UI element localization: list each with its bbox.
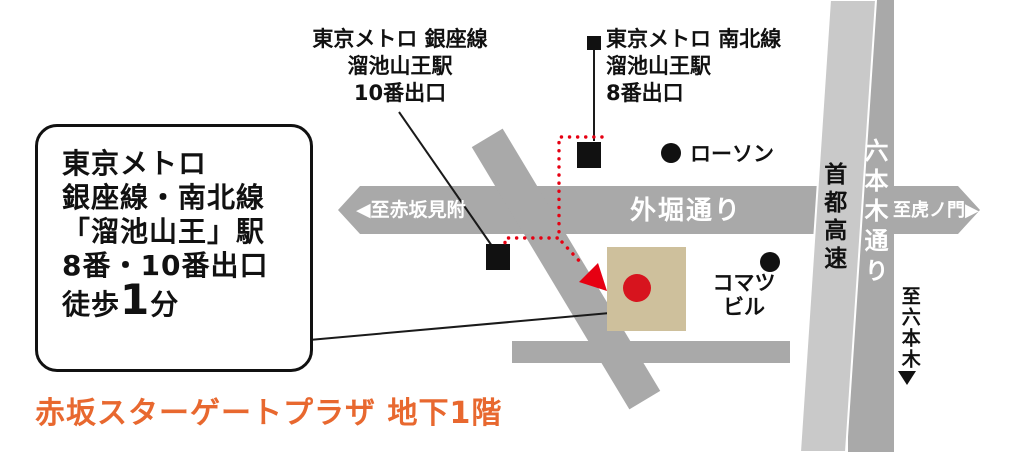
walk-suffix: 分 bbox=[150, 288, 180, 321]
ginza-line-exit-label: 東京メトロ 銀座線 溜池山王駅 10番出口 bbox=[288, 26, 512, 107]
callout-bubble: 東京メトロ 銀座線・南北線 「溜池山王」駅 8番・10番出口 徒歩1分 bbox=[35, 124, 313, 372]
walk-prefix: 徒歩 bbox=[62, 288, 121, 321]
to-akasakamitsuke-label: ◀至赤坂見附 bbox=[356, 199, 466, 221]
roppongi-dori-label: 六本木通り bbox=[860, 138, 888, 288]
lawson-label: ローソン bbox=[690, 142, 774, 166]
ginza-exit-pointer-line bbox=[398, 111, 493, 247]
sotobori-street-label: 外堀通り bbox=[630, 196, 743, 226]
location-title: 赤坂スターゲートプラザ 地下1階 bbox=[35, 396, 503, 431]
komatsu-dot-icon bbox=[760, 252, 780, 272]
namboku-label-square-icon bbox=[587, 36, 601, 50]
shuto-expressway-band bbox=[798, 0, 878, 452]
ginza-exit-line-3: 10番出口 bbox=[353, 81, 447, 105]
namboku-exit-line-2: 溜池山王駅 bbox=[606, 54, 711, 78]
lawson-dot-icon bbox=[661, 143, 681, 163]
ginza-exit-line-1: 東京メトロ 銀座線 bbox=[312, 27, 488, 51]
callout-line-3: 「溜池山王」駅 bbox=[62, 215, 266, 248]
destination-marker-icon bbox=[623, 274, 651, 302]
walk-minutes: 1 bbox=[120, 275, 151, 324]
namboku-exit-line-1: 東京メトロ 南北線 bbox=[606, 27, 782, 51]
callout-line-1: 東京メトロ bbox=[62, 147, 208, 180]
callout-tail-line bbox=[297, 312, 611, 342]
callout-walk-line: 徒歩1分 bbox=[62, 279, 310, 322]
to-roppongi-label: 至六本木 bbox=[898, 286, 921, 370]
side-street bbox=[512, 341, 790, 363]
komatsu-building-label: コマツ ビル bbox=[708, 271, 780, 319]
callout-line-2: 銀座線・南北線 bbox=[62, 181, 266, 214]
exit-8-marker-icon bbox=[577, 142, 601, 168]
komatsu-label-line-1: コマツ bbox=[712, 271, 776, 295]
down-arrow-icon bbox=[898, 371, 916, 385]
callout-line-4: 8番・10番出口 bbox=[62, 249, 269, 282]
ginza-exit-line-2: 溜池山王駅 bbox=[347, 54, 453, 78]
shuto-expressway-label: 首都高速 bbox=[819, 162, 846, 274]
namboku-line-exit-label: 東京メトロ 南北線 溜池山王駅 8番出口 bbox=[606, 26, 781, 107]
to-toranomon-label: 至虎ノ門▶ bbox=[893, 200, 979, 221]
namboku-exit-line-3: 8番出口 bbox=[606, 81, 684, 105]
diagonal-road bbox=[471, 128, 661, 410]
route-arrow-icon bbox=[579, 263, 607, 291]
exit-10-marker-icon bbox=[486, 244, 510, 270]
komatsu-label-line-2: ビル bbox=[723, 295, 765, 319]
walking-route-dotted-line-2 bbox=[560, 240, 584, 266]
